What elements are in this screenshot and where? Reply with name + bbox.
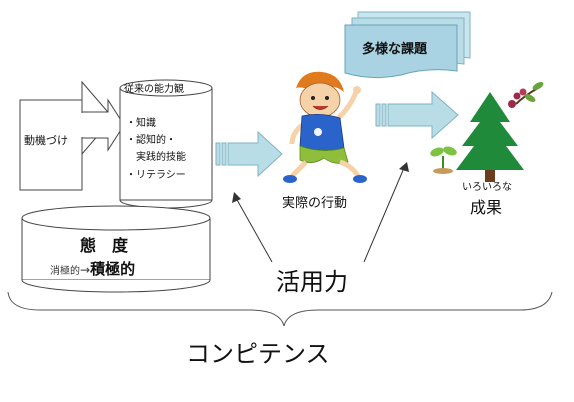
attitude-to: 積極的 — [90, 260, 136, 278]
boy-illustration — [283, 71, 367, 183]
action-label: 実際の行動 — [282, 196, 348, 211]
application-arrows — [232, 162, 409, 263]
competence-brace — [7, 291, 553, 327]
conventional-ability-item: ・認知的・ — [126, 135, 176, 146]
motivation-label: 動機づけ — [24, 134, 68, 147]
tasks-card-stack — [344, 11, 471, 79]
conventional-ability-item: 実践的技能 — [136, 152, 186, 163]
conventional-ability-title: 従来の能力観 — [124, 84, 184, 95]
motivation-panel — [19, 99, 83, 191]
results-line1: いろいろな — [462, 182, 512, 193]
attitude-from: 消極的 — [50, 266, 80, 277]
conventional-ability-item: ・知識 — [126, 118, 156, 129]
flowering-branch-icon — [508, 82, 544, 108]
attitude-transition: 消極的→積極的 — [50, 258, 135, 279]
arrow-to-results — [375, 90, 459, 140]
conventional-ability-cylinder — [119, 79, 213, 209]
motivation-arrow — [81, 98, 125, 152]
attitude-cylinder — [21, 205, 211, 293]
arrow-right-icon: → — [80, 263, 91, 277]
application-label: 活用力 — [276, 268, 348, 296]
pine-tree-icon — [456, 92, 524, 182]
conventional-ability-item: ・リテラシー — [126, 170, 186, 181]
sprout-icon — [430, 146, 457, 174]
attitude-title: 態 度 — [80, 236, 129, 255]
competence-label: コンピテンス — [186, 340, 330, 368]
tasks-label: 多様な課題 — [362, 42, 428, 57]
results-line2: 成果 — [470, 198, 503, 217]
arrow-to-action — [215, 130, 283, 178]
